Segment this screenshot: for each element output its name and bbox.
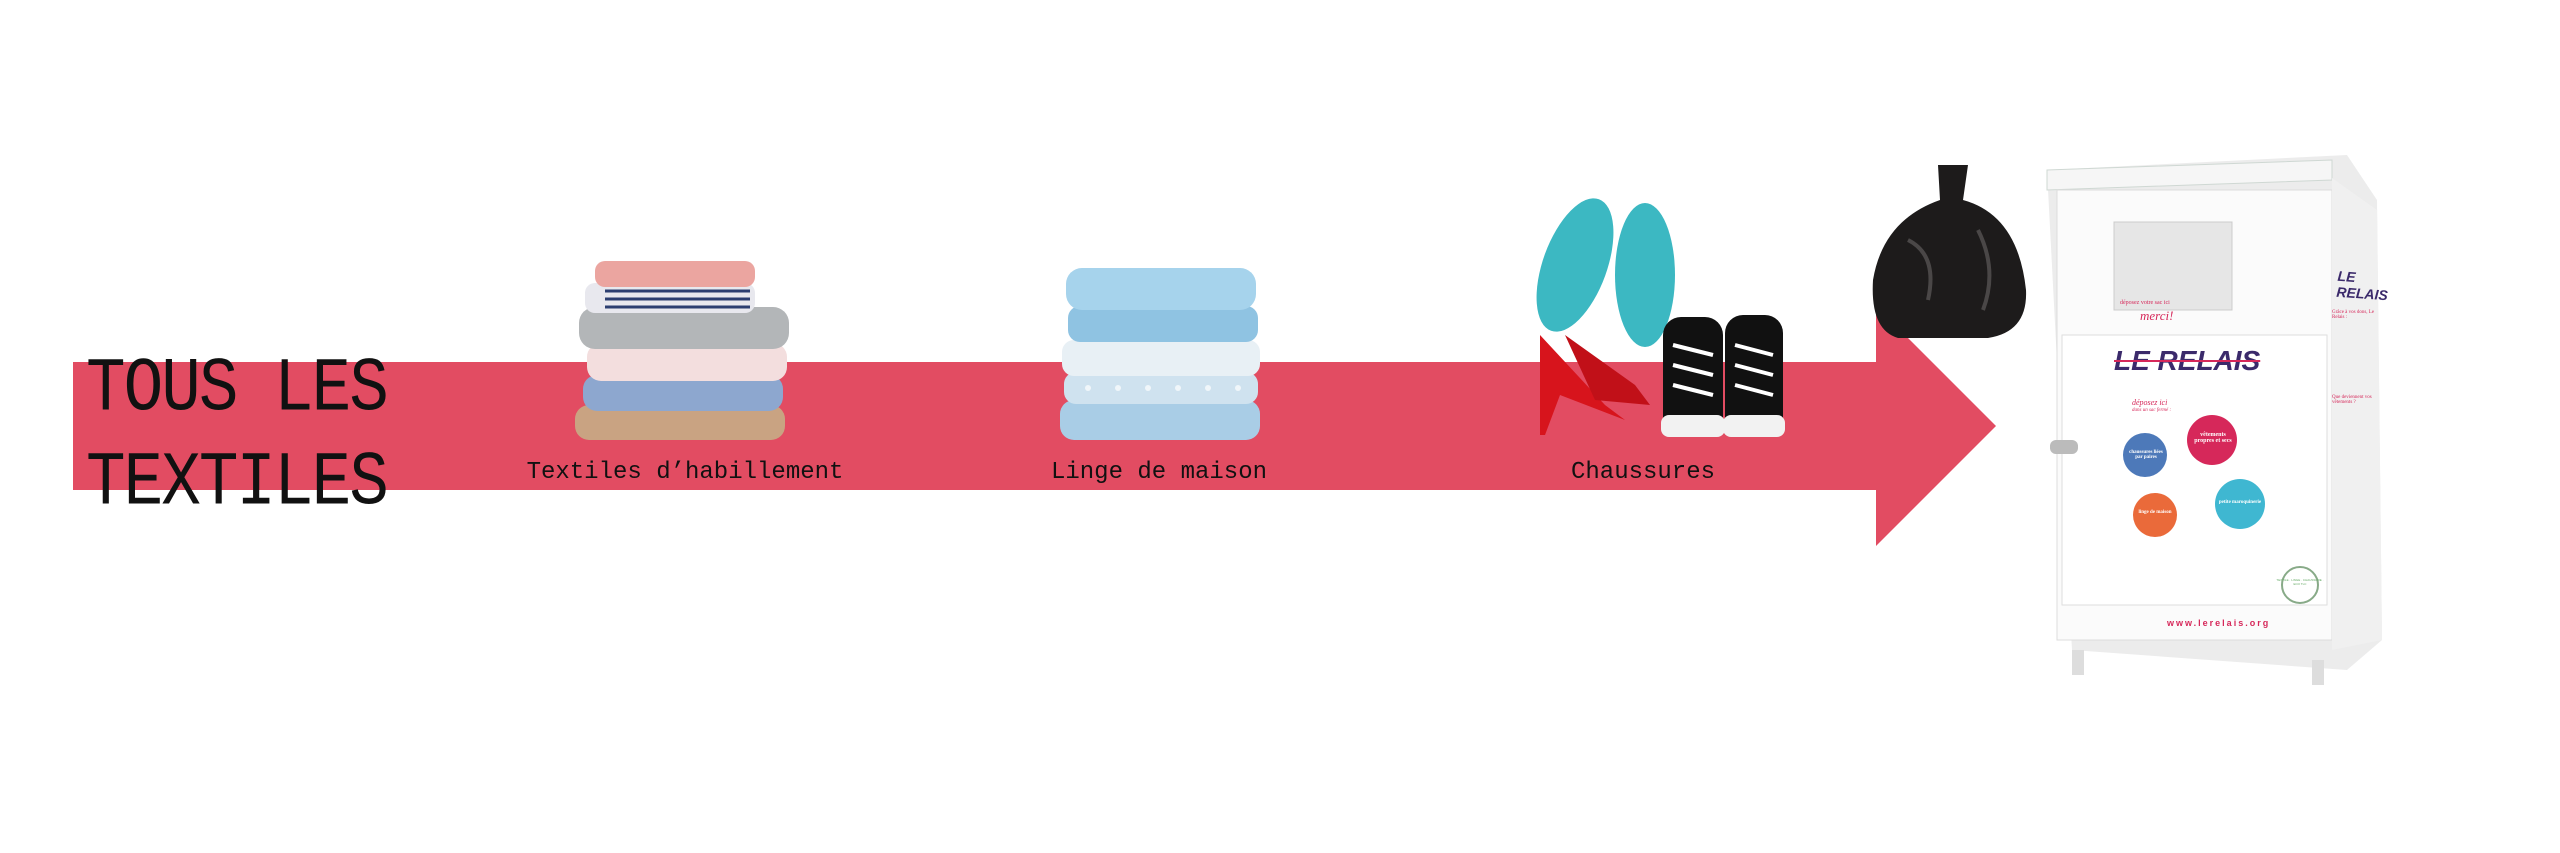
bin-item-leather: petite maroquinerie: [2218, 500, 2262, 505]
title-line-1: TOUS LES: [86, 346, 389, 433]
folded-clothes-icon: [575, 261, 789, 440]
bin-door-text: déposez ici: [2132, 398, 2168, 407]
bin-item-linens: linge de maison: [2138, 510, 2172, 515]
bin-slot-small: déposez votre sac ici: [2120, 300, 2170, 306]
bin-item-clothes: vêtements propres et secs: [2194, 432, 2232, 444]
category-label-clothing: Textiles d’habillement: [526, 459, 844, 486]
bin-door-text-2: dans un sac fermé :: [2132, 408, 2172, 413]
bin-side-heading: Grâce à vos dons, Le Relais :: [2332, 310, 2375, 320]
bin-side-brand: LE RELAIS: [2335, 267, 2389, 304]
bin-brand-logo: LE RELAIS: [2114, 345, 2261, 376]
bin-side-question: Que deviennent vos vêtements ?: [2332, 395, 2372, 405]
category-label-linens: Linge de maison: [1050, 459, 1268, 486]
shoes-icon: [1536, 198, 1785, 437]
bin-item-shoes: chaussures liées par paires: [2129, 450, 2163, 460]
eco-tlc-seal: TEXTILE · LINGE · CHAUSSURE · ECO TLC: [2276, 578, 2324, 586]
bin-url: www.lerelais.org: [2167, 618, 2271, 628]
bin-slot-text: merci!: [2140, 308, 2174, 323]
category-label-shoes: Chaussures: [1570, 459, 1716, 486]
title-line-2: TEXTILES: [86, 440, 389, 527]
trash-bag-icon: [1872, 165, 2027, 338]
folded-linens-icon: [1060, 268, 1260, 440]
collection-bin: merci! déposez votre sac ici LE RELAIS L…: [2042, 150, 2402, 690]
